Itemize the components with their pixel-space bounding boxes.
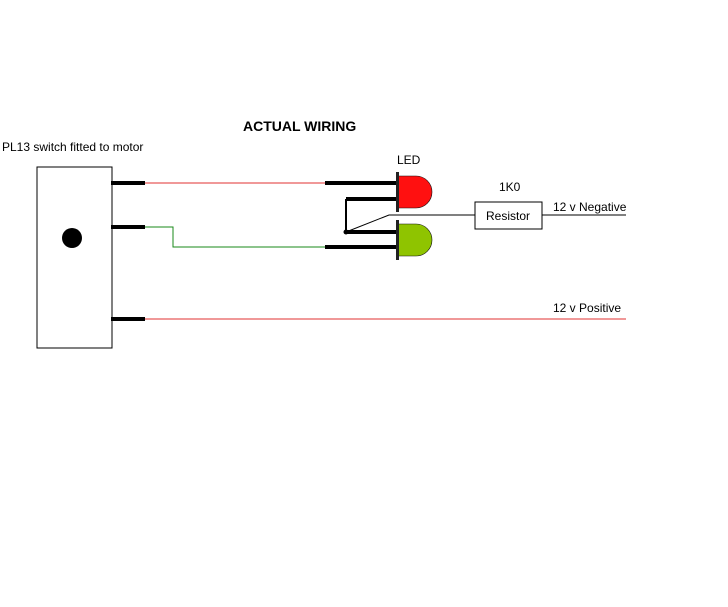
red-led: [397, 175, 433, 209]
led-label: LED: [397, 153, 421, 167]
red-led-flange: [396, 172, 399, 212]
positive-label: 12 v Positive: [553, 301, 621, 315]
resistor-value: 1K0: [499, 180, 521, 194]
switch-mount-hole: [62, 228, 82, 248]
switch-label: PL13 switch fitted to motor: [2, 140, 143, 154]
negative-label: 12 v Negative: [553, 200, 627, 214]
green-led-flange: [396, 220, 399, 260]
resistor: [474, 201, 543, 230]
resistor-label: Resistor: [486, 209, 530, 223]
switch-body: [36, 166, 113, 349]
green-wire-to-green-led: [145, 226, 325, 248]
wire-to-resistor: [345, 214, 475, 233]
diagram-title: ACTUAL WIRING: [243, 118, 356, 134]
green-led: [397, 223, 433, 257]
